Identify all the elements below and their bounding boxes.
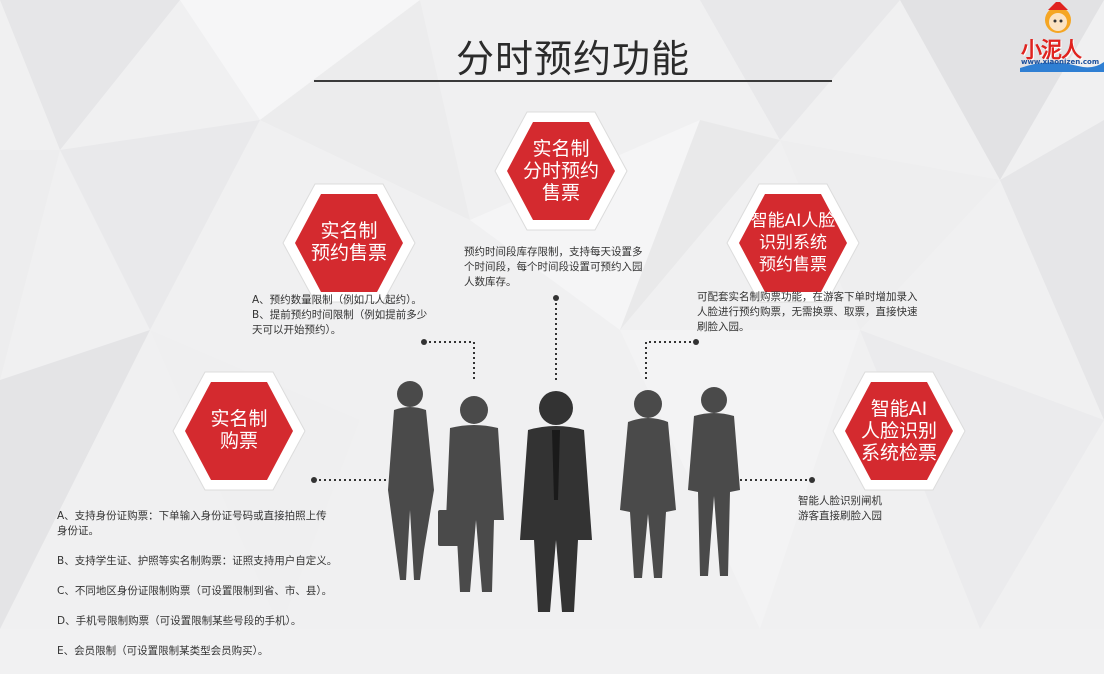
page-title: 分时预约功能 — [455, 37, 690, 81]
connector-dot — [693, 339, 699, 345]
desc-item: D、手机号限制购票（可设置限制某些号段的手机）。 — [57, 615, 302, 627]
desc-item: E、会员限制（可设置限制某类型会员购买）。 — [57, 645, 269, 657]
person-man-briefcase — [438, 396, 504, 592]
hex-ai-face-presale: 智能AI人脸 识别系统 预约售票 — [723, 178, 863, 308]
connector-dot — [553, 295, 559, 301]
connector-dot — [809, 477, 815, 483]
connector-left-upper — [424, 341, 475, 382]
person-man-right — [688, 387, 740, 576]
desc-realname-presale: A、预约数量限制（例如几人起约）。 B、提前预约时间限制（例如提前多少 天可以开… — [252, 294, 428, 336]
hex-timeslot-ticketing: 实名制 分时预约 售票 — [491, 106, 631, 236]
desc-timeslot: 预约时间段库存限制，支持每天设置多 个时间段，每个时间段设置可预约入园 人数库存… — [464, 246, 643, 288]
desc-ai-face-presale: 可配套实名制购票功能，在游客下单时增加录入 人脸进行预约购票，无需换票、取票，直… — [697, 291, 918, 333]
business-people-silhouettes — [388, 381, 740, 612]
connector-dot — [311, 477, 317, 483]
hex-realname-purchase: 实名制 购票 — [169, 366, 309, 496]
desc-ai-face-checkin: 智能人脸识别闸机 游客直接刷脸入园 — [798, 495, 882, 522]
connector-dot — [421, 339, 427, 345]
person-woman-right — [620, 390, 676, 578]
connector-lines — [311, 295, 815, 483]
hex-ai-face-checkin: 智能AI 人脸识别 系统检票 — [829, 366, 969, 496]
desc-item: C、不同地区身份证限制购票（可设置限制到省、市、县）。 — [57, 585, 333, 597]
desc-realname-purchase: A、支持身份证购票：下单输入身份证号码或直接拍照上传 身份证。 B、支持学生证、… — [57, 494, 357, 674]
desc-item: A、支持身份证购票：下单输入身份证号码或直接拍照上传 身份证。 — [57, 510, 327, 537]
desc-item: B、支持学生证、护照等实名制购票：证照支持用户自定义。 — [57, 555, 338, 567]
brand-logo-mascot — [1020, 2, 1104, 72]
title-divider — [314, 80, 832, 82]
brand-logo-url: www.xiaonizen.com — [1021, 58, 1100, 66]
connector-right-upper — [645, 341, 696, 382]
person-woman-left — [388, 381, 434, 580]
hex-realname-presale: 实名制 预约售票 — [279, 178, 419, 308]
brand-logo-text: 小泥人 — [1021, 38, 1082, 62]
person-man-center — [520, 391, 592, 612]
